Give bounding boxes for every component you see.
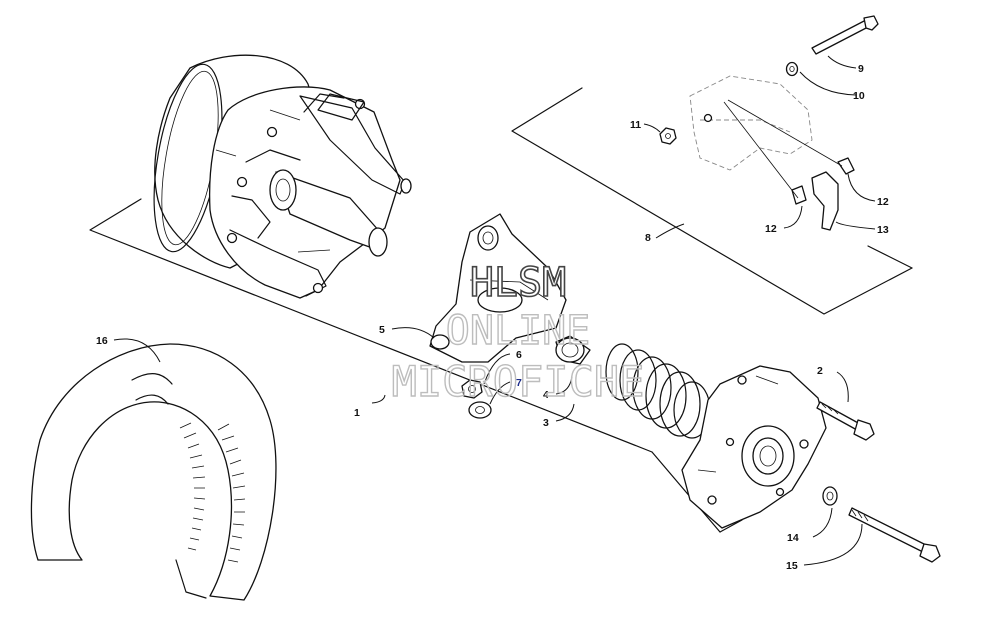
drive-clutch-body <box>153 54 412 299</box>
callout-labels: 1 2 3 4 5 6 7 8 9 10 11 12 12 13 14 15 1… <box>96 63 889 572</box>
callout-6: 6 <box>516 349 522 361</box>
callout-13: 13 <box>877 224 889 236</box>
bolt-part-15 <box>848 507 941 563</box>
callout-12-lower: 12 <box>765 223 777 235</box>
watermark-line-1: HLSM <box>470 260 566 306</box>
callout-2: 2 <box>817 365 823 377</box>
nut-part-6 <box>461 379 483 399</box>
assembly-bracket-1 <box>89 198 743 533</box>
bolt-part-9 <box>811 15 879 55</box>
callout-14: 14 <box>787 532 799 544</box>
leader-lines <box>113 55 876 566</box>
assembly-bracket-8 <box>511 87 913 315</box>
nut-part-11 <box>659 113 713 145</box>
callout-5: 5 <box>379 324 385 336</box>
callout-9: 9 <box>858 63 864 75</box>
weight-part-13 <box>811 171 839 231</box>
spring-part-3 <box>605 343 711 439</box>
watermark-line-2: ONLINE <box>446 308 591 354</box>
watermark: HLSM ONLINE MICROFICHE <box>391 259 645 407</box>
callout-8: 8 <box>645 232 651 244</box>
arm-link-lines <box>723 99 843 199</box>
callout-1: 1 <box>354 407 360 419</box>
callout-7: 7 <box>516 377 522 389</box>
spider-part-5 <box>429 213 567 363</box>
drive-belt-part-16 <box>30 343 277 601</box>
callout-10: 10 <box>853 90 865 102</box>
washer-part-10 <box>785 61 799 77</box>
watermark-line-3: MICROFICHE <box>392 357 645 406</box>
cover-plate <box>681 365 827 529</box>
callout-12-upper: 12 <box>877 196 889 208</box>
washer-part-7 <box>468 401 492 419</box>
washer-part-14 <box>822 486 838 506</box>
callout-16: 16 <box>96 335 108 347</box>
arm-ghost-outline <box>689 75 813 171</box>
callout-3: 3 <box>543 417 549 429</box>
callout-11: 11 <box>630 119 641 131</box>
clip-part-12b <box>791 185 807 205</box>
clip-part-12a <box>837 157 855 175</box>
callout-15: 15 <box>786 560 798 572</box>
bolt-part-2 <box>816 401 875 441</box>
callout-4: 4 <box>543 389 549 401</box>
bushing-part-4 <box>555 335 591 365</box>
